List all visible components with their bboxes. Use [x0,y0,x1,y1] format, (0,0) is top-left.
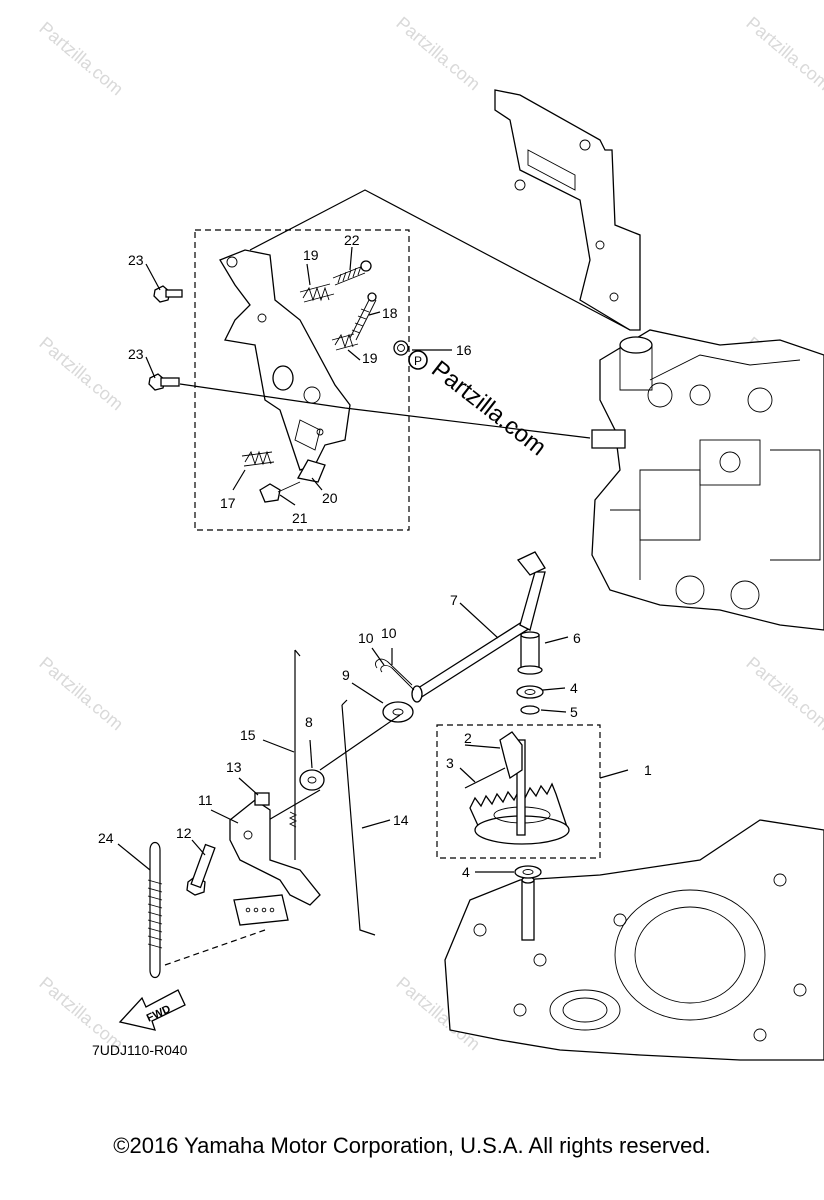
watermark-faint: Partzilla.com [742,13,824,95]
washer-8 [299,769,325,791]
label-leaders [117,246,629,873]
label-2: 2 [464,730,472,746]
weight-2 [499,731,523,780]
label-16: 16 [456,342,472,358]
washer-9 [382,701,414,723]
bolt-23-upper [153,285,183,303]
watermark-main: Partzilla.com [426,355,551,461]
label-1: 1 [644,762,652,778]
label-4-upper: 4 [570,680,578,696]
label-11: 11 [198,792,213,808]
link-rod-15 [294,649,301,860]
label-10-b: 10 [381,625,397,641]
spring-19-upper [299,283,335,303]
label-4-lower: 4 [462,864,470,880]
label-14: 14 [393,812,409,828]
label-13: 13 [226,759,242,775]
svg-text:P: P [414,354,422,368]
ring-5 [520,705,540,715]
governor-bracket-group-box [194,229,410,531]
washer-4-lower [514,865,542,879]
label-12: 12 [176,825,192,841]
label-22: 22 [344,232,360,248]
engine-block [591,329,824,631]
clip-20 [296,459,326,483]
label-17: 17 [220,495,236,511]
link-rod-14 [341,699,376,936]
label-6: 6 [573,630,581,646]
label-23-lower: 23 [128,346,144,362]
nut-13 [254,792,270,806]
screw-18 [349,292,377,341]
label-5: 5 [570,704,578,720]
collar-6 [517,631,543,675]
crankcase [444,819,824,1061]
label-19-upper: 19 [303,247,319,263]
cotter-pin-10 [375,658,415,691]
label-18: 18 [382,305,398,321]
bracket-plate [494,89,641,331]
label-20: 20 [322,490,338,506]
label-24: 24 [98,830,114,846]
spring-19-lower [331,333,359,351]
spring-24 [147,841,163,979]
label-23-upper: 23 [128,252,144,268]
watermark-faint: Partzilla.com [35,653,127,735]
leader-spring-to-lever [164,929,266,966]
washer-4-upper [516,685,544,699]
leader-washer8-to-shaft [319,714,401,771]
watermark-faint: Partzilla.com [392,13,484,95]
governor-gear-group-box [436,724,601,859]
label-19-lower: 19 [362,350,378,366]
label-7: 7 [450,592,458,608]
screw-22 [332,260,372,286]
diagram-code: 7UDJ110-R040 [92,1042,188,1058]
label-9: 9 [342,667,350,683]
bolt-12 [186,843,216,896]
main-watermark: P Partzilla.com [408,350,551,461]
spring-17 [241,450,275,467]
watermark-faint: Partzilla.com [35,18,127,100]
governor-bracket [219,249,351,471]
pin-3 [464,767,506,789]
bolt-21 [259,481,301,503]
control-lever-11 [229,799,321,926]
governor-shaft-7 [411,551,546,703]
label-10-a: 10 [358,630,374,646]
governor-gear-1 [469,739,570,845]
leader-bracket-to-plate [249,189,631,331]
fwd-arrow-icon: FWD [118,989,186,1031]
copyright-notice: ©2016 Yamaha Motor Corporation, U.S.A. A… [113,1133,711,1158]
ring-16 [393,340,409,356]
label-8: 8 [305,714,313,730]
label-3: 3 [446,755,454,771]
watermark-faint: Partzilla.com [35,333,127,415]
part-labels: 23 23 19 22 18 19 16 17 21 20 7 6 4 5 1 … [98,232,652,880]
bolt-23-lower [148,373,180,391]
spring-near-rod [288,811,298,828]
watermark-faint: Partzilla.com [742,653,824,735]
label-21: 21 [292,510,308,526]
leader-bolt23-to-block [179,383,591,439]
label-15: 15 [240,727,256,743]
